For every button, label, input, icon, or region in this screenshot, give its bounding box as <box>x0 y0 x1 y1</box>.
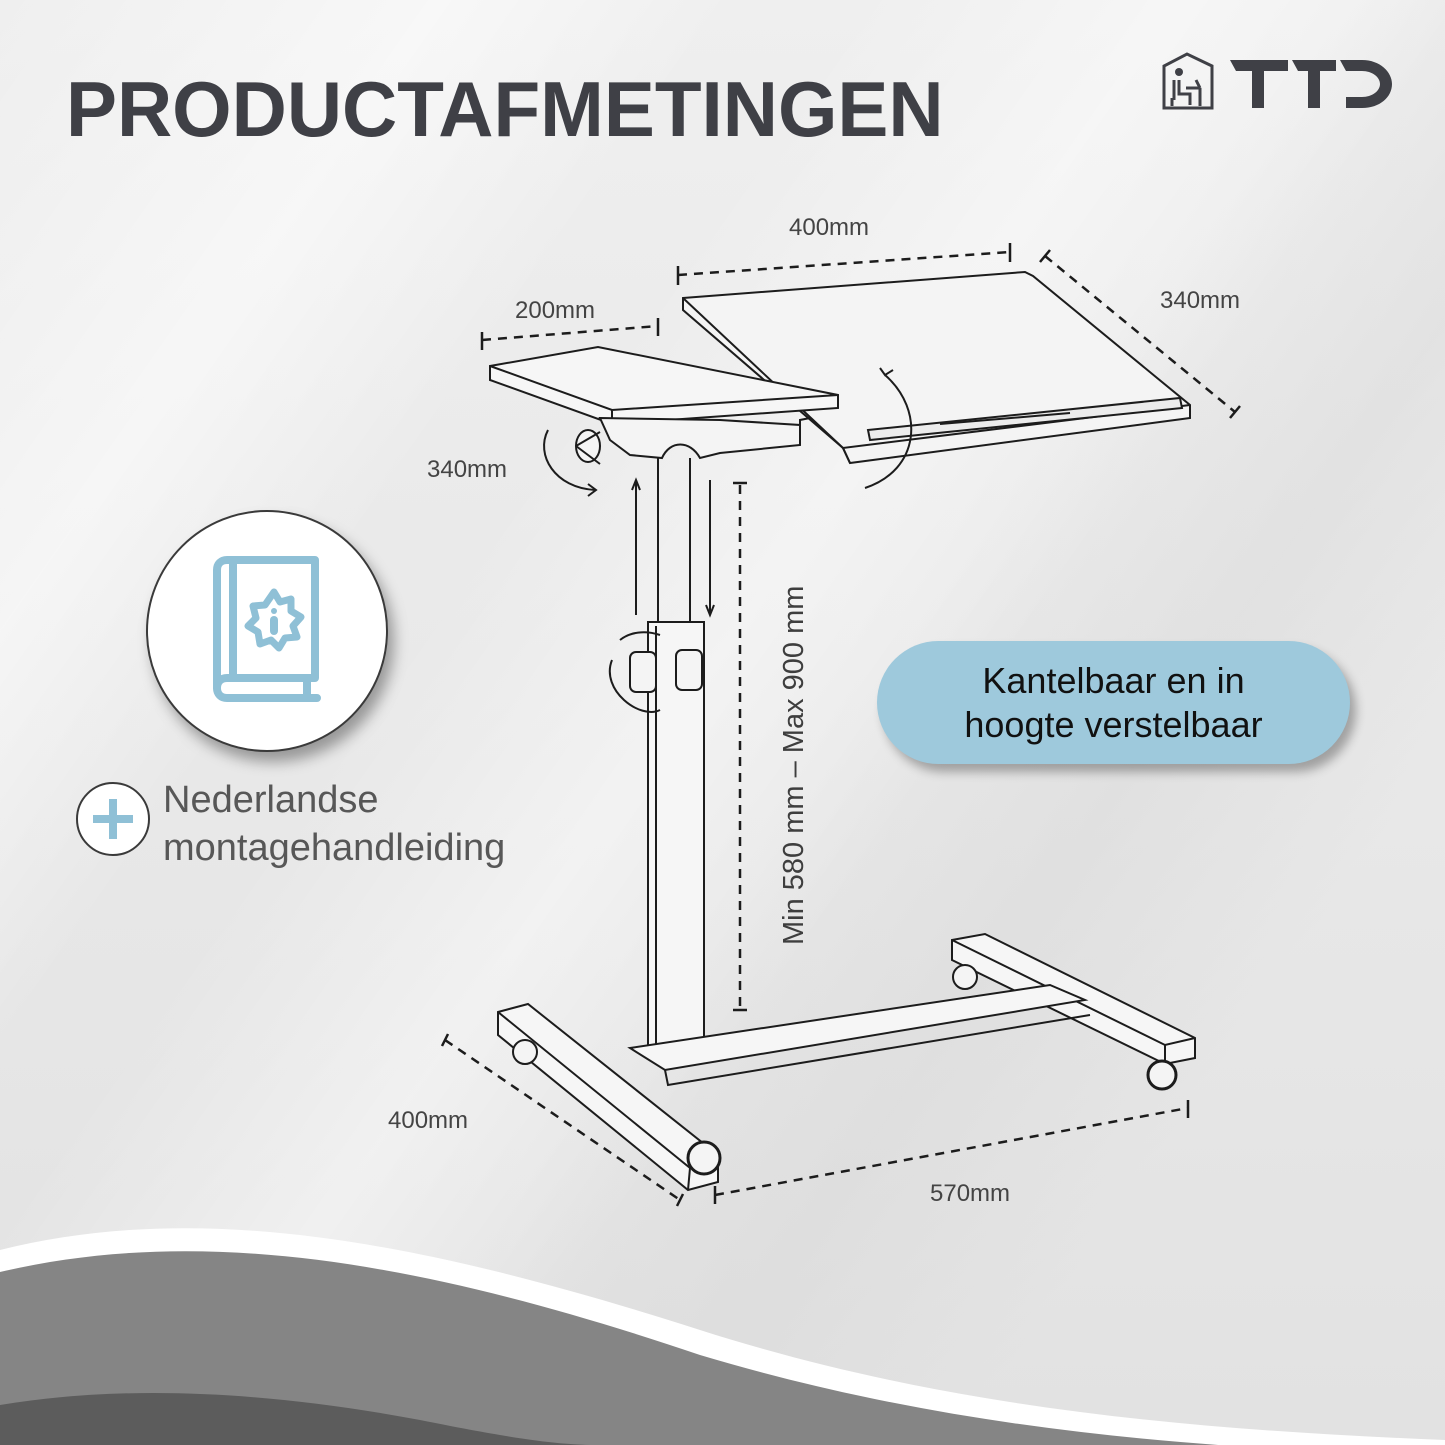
dimension-lines <box>444 250 1236 1202</box>
dimension-large-width: 400mm <box>789 214 870 241</box>
dimension-ticks <box>440 243 1241 1207</box>
column <box>608 458 715 1053</box>
small-tabletop <box>489 345 839 426</box>
house-person-desk-icon <box>1162 52 1214 110</box>
dimension-small-width: 200mm <box>515 297 596 324</box>
manual-badge <box>146 510 388 752</box>
dimension-small-depth: 340mm <box>427 456 508 483</box>
dimension-base-depth: 400mm <box>388 1107 469 1134</box>
plus-icon <box>93 799 133 839</box>
dimension-height-range: Min 580 mm – Max 900 mm <box>778 585 810 945</box>
brand-logo <box>1162 52 1392 110</box>
feature-pill: Kantelbaar en in hoogte verstelbaar <box>877 641 1350 764</box>
manual-line-2: montagehandleiding <box>163 827 506 869</box>
base <box>497 932 1196 1192</box>
page-title: PRODUCTAFMETINGEN <box>66 65 944 153</box>
column-head <box>543 367 913 497</box>
book-gear-info-icon <box>213 556 321 702</box>
manual-line-1: Nederlandse <box>163 779 379 821</box>
pill-line-1: Kantelbaar en in <box>982 659 1245 701</box>
pill-line-2: hoogte verstelbaar <box>964 703 1263 745</box>
dimension-base-width: 570mm <box>930 1180 1011 1207</box>
plus-badge <box>76 782 150 856</box>
dimension-large-depth: 340mm <box>1160 287 1241 314</box>
manual-feature-text: Nederlandse montagehandleiding <box>163 776 505 872</box>
